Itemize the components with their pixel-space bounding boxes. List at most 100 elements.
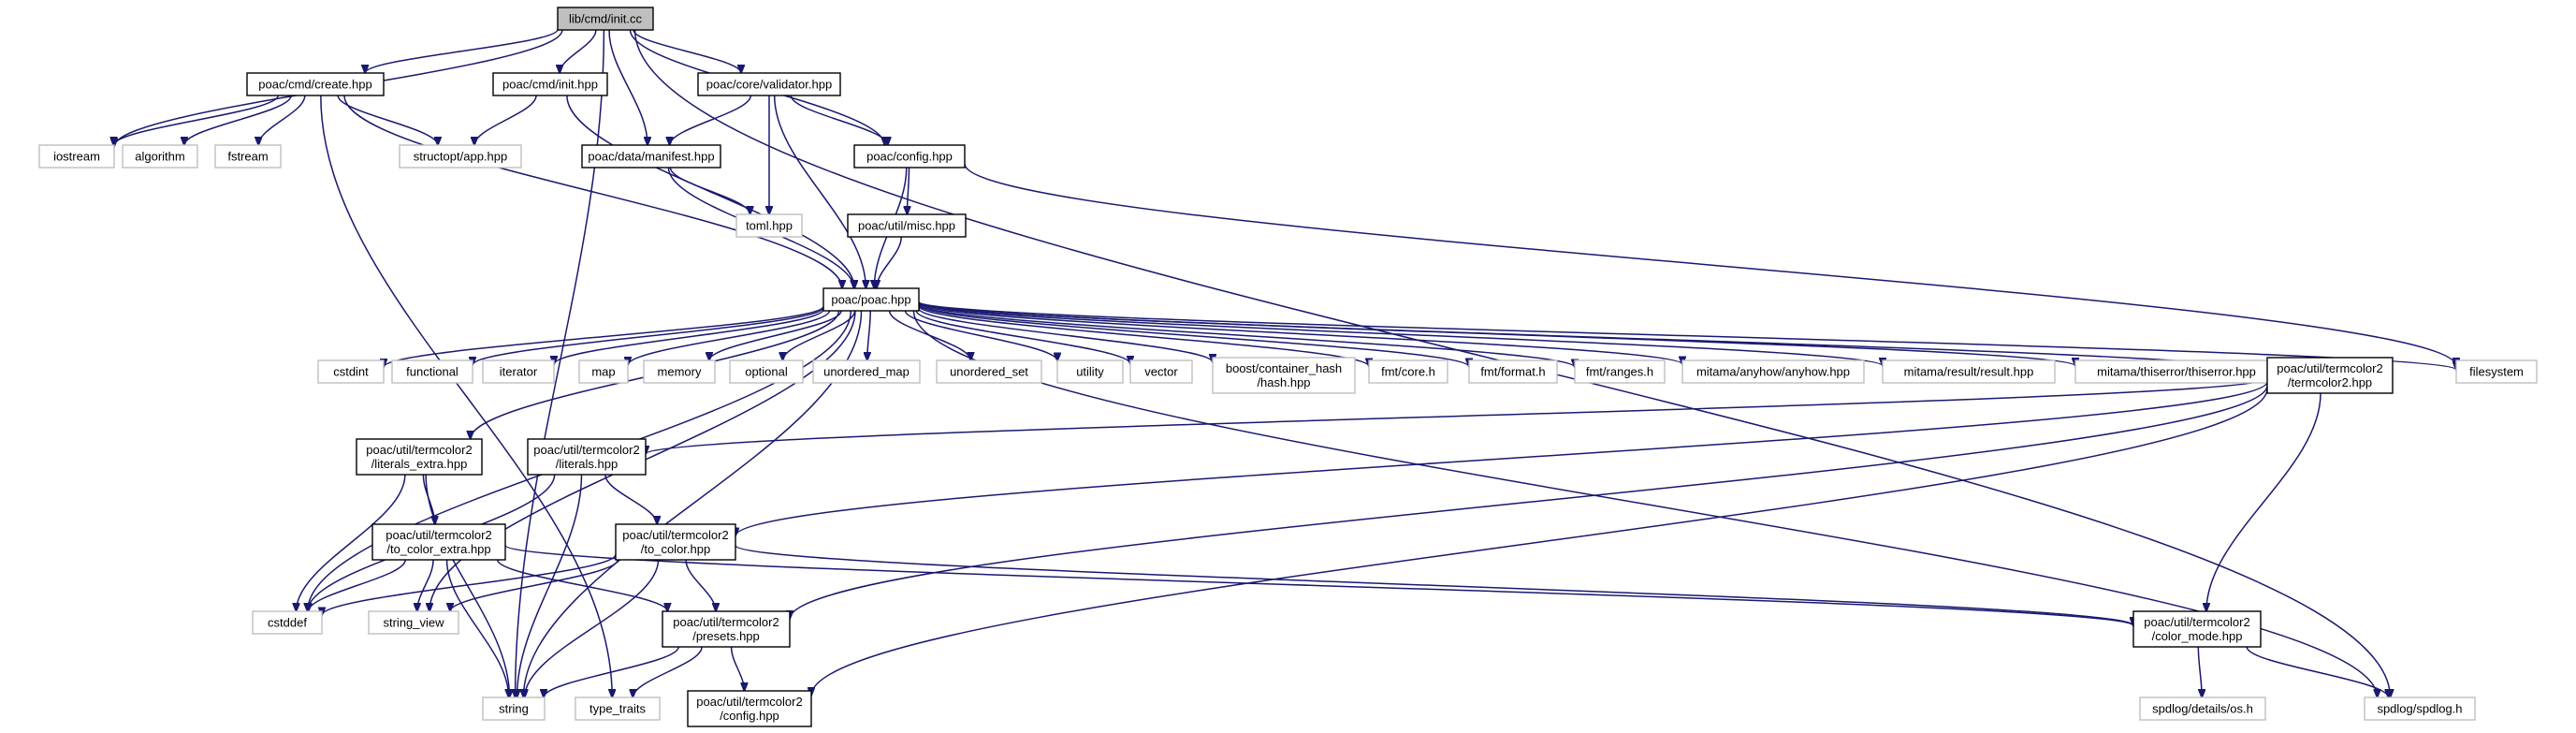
node-label: poac/util/termcolor2 — [2144, 615, 2249, 629]
node-label: /color_mode.hpp — [2152, 629, 2243, 643]
node-box — [1882, 359, 2056, 384]
edge-poac-to-functional — [473, 306, 824, 365]
edge-config-to-misc — [907, 167, 909, 214]
node-box — [578, 359, 629, 384]
node-label: cstdint — [333, 365, 369, 379]
node-iostream: iostream — [38, 144, 115, 169]
node-label: cstddef — [268, 616, 307, 630]
node-label: vector — [1144, 365, 1178, 379]
edge-poac-to-fmtranges — [918, 303, 1575, 367]
node-literals[interactable]: poac/util/termcolor2/literals.hpp — [527, 438, 647, 476]
edge-validator-to-poac — [773, 95, 866, 288]
node-label: poac/cmd/init.hpp — [502, 78, 598, 92]
node-box — [38, 144, 115, 169]
edge-to_color_extra-to-string_view — [417, 559, 434, 611]
node-label: boost/container_hash — [1226, 361, 1342, 375]
node-box — [1681, 359, 1865, 384]
edge-create-to-algorithm — [184, 95, 292, 145]
node-cmdinit[interactable]: poac/cmd/init.hpp — [492, 72, 608, 96]
node-manifest[interactable]: poac/data/manifest.hpp — [581, 144, 721, 169]
edge-create-to-fstream — [258, 95, 306, 145]
node-validator[interactable]: poac/core/validator.hpp — [697, 72, 841, 96]
node-misc[interactable]: poac/util/misc.hpp — [847, 213, 967, 238]
node-label: /hash.hpp — [1257, 375, 1310, 389]
edge-poac-to-filesystem — [918, 301, 2456, 370]
node-box — [214, 144, 282, 169]
node-label: toml.hpp — [746, 219, 793, 233]
edge-root-to-validator — [633, 29, 741, 73]
node-label: poac/util/termcolor2 — [533, 443, 639, 457]
edge-poac-to-memory — [709, 310, 842, 360]
node-box — [527, 438, 647, 476]
node-to-color-extra[interactable]: poac/util/termcolor2/to_color_extra.hpp — [371, 523, 506, 561]
edge-create-to-iostream — [114, 95, 280, 145]
node-root[interactable]: lib/cmd/init.cc — [557, 7, 654, 31]
node-label: utility — [1076, 365, 1104, 379]
node-box — [246, 72, 385, 96]
node-spdlog: spdlog/spdlog.h — [2364, 696, 2476, 721]
edge-poac-to-unordered_map — [867, 310, 871, 360]
node-algorithm: algorithm — [122, 144, 198, 169]
edge-to_color-to-presets — [685, 559, 716, 611]
node-label: spdlog/spdlog.h — [2377, 702, 2462, 716]
node-label: poac/util/termcolor2 — [696, 695, 802, 709]
node-box — [2364, 696, 2476, 721]
edge-validator-to-manifest — [670, 95, 752, 145]
edge-validator-to-config — [790, 95, 887, 145]
node-label: poac/util/termcolor2 — [386, 528, 491, 542]
node-label: mitama/thiserror/thiserror.hpp — [2097, 365, 2256, 379]
node-thiserror: mitama/thiserror/thiserror.hpp — [2074, 359, 2278, 384]
edge-termcolor2-to-literals — [646, 377, 2268, 454]
node-literals-extra[interactable]: poac/util/termcolor2/literals_extra.hpp — [356, 438, 483, 476]
node-box — [2139, 696, 2266, 721]
node-box — [812, 359, 921, 384]
node-label: fmt/ranges.h — [1586, 365, 1653, 379]
node-box — [317, 359, 385, 384]
edge-poac-to-iterator — [554, 309, 824, 364]
edge-root-to-manifest — [608, 29, 648, 145]
node-box — [492, 72, 608, 96]
node-label: string — [499, 702, 529, 716]
node-box — [122, 144, 198, 169]
node-presets[interactable]: poac/util/termcolor2/presets.hpp — [662, 610, 791, 648]
edge-literals_extra-to-string — [425, 474, 509, 697]
edge-cmdinit-to-poac — [566, 95, 854, 288]
edge-to_color-to-string — [525, 559, 660, 697]
node-label: poac/util/termcolor2 — [366, 443, 472, 457]
node-toml: toml.hpp — [735, 213, 803, 238]
node-color-mode[interactable]: poac/util/termcolor2/color_mode.hpp — [2132, 610, 2262, 648]
node-box — [2266, 357, 2394, 394]
node-to-color[interactable]: poac/util/termcolor2/to_color.hpp — [615, 523, 736, 561]
edge-presets-to-type_traits — [633, 646, 703, 697]
node-box — [371, 523, 506, 561]
edge-color_mode-to-spdlog — [2246, 646, 2388, 697]
node-label: poac/config.hpp — [866, 150, 953, 164]
node-config[interactable]: poac/config.hpp — [853, 144, 966, 169]
edge-poac-to-boosthash — [918, 307, 1213, 362]
edge-literals-to-to_color — [604, 474, 657, 524]
node-create[interactable]: poac/cmd/create.hpp — [246, 72, 385, 96]
edge-poac-to-utility — [904, 310, 1057, 360]
node-label: poac/core/validator.hpp — [706, 78, 832, 92]
node-string-view: string_view — [368, 610, 459, 635]
node-label: /presets.hpp — [692, 629, 760, 643]
node-label: poac/data/manifest.hpp — [588, 150, 714, 164]
node-label: poac/cmd/create.hpp — [258, 78, 371, 92]
node-label: fstream — [227, 150, 268, 164]
node-label: algorithm — [135, 150, 184, 164]
node-box — [1368, 359, 1448, 384]
edge-misc-to-poac — [877, 236, 902, 288]
node-label: iterator — [500, 365, 538, 379]
node-box — [822, 287, 920, 312]
node-poac[interactable]: poac/poac.hpp — [822, 287, 920, 312]
node-box — [557, 7, 654, 31]
edge-poac-to-result — [918, 301, 1883, 366]
node-box — [368, 610, 459, 635]
node-label: /termcolor2.hpp — [2288, 375, 2372, 389]
node-box — [687, 690, 812, 727]
node-termcolor2[interactable]: poac/util/termcolor2/termcolor2.hpp — [2266, 357, 2394, 394]
node-tc2config[interactable]: poac/util/termcolor2/config.hpp — [687, 690, 812, 727]
node-box — [1574, 359, 1666, 384]
edge-termcolor2-to-presets — [790, 385, 2268, 620]
